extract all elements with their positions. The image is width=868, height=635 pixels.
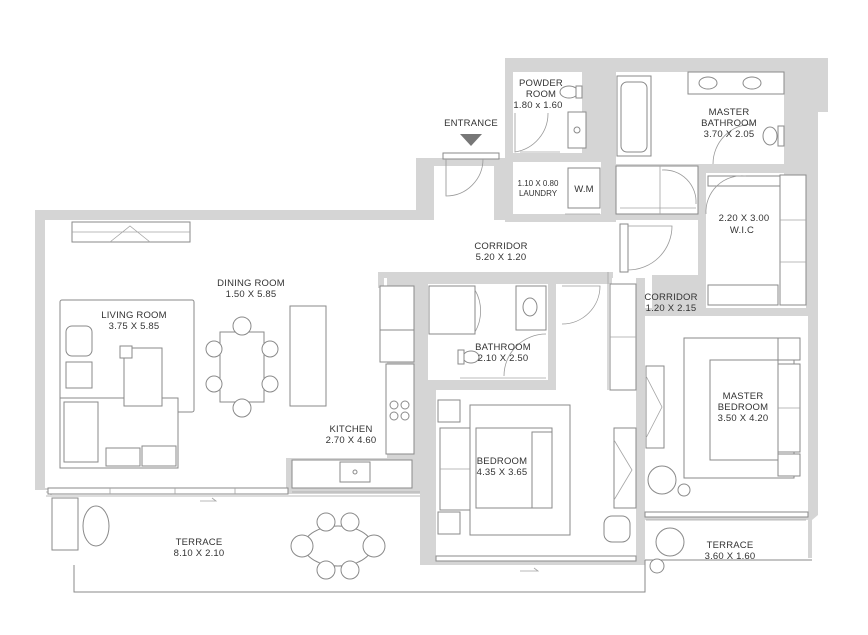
terrace-side-size: 3.60 X 1.60 xyxy=(705,551,756,562)
windows xyxy=(47,221,809,562)
powder-room-name-1: POWDER xyxy=(519,78,563,89)
entrance-marker: ENTRANCE xyxy=(442,118,500,197)
room-labels: POWDER ROOM 1.80 x 1.60 MASTER BATHROOM … xyxy=(101,78,769,562)
dining-set xyxy=(205,316,279,418)
terrace-side-name: TERRACE xyxy=(707,540,754,551)
dining-room-size: 1.50 X 5.85 xyxy=(226,289,277,300)
corridor-doors xyxy=(561,223,673,391)
bathroom-fixtures xyxy=(428,285,547,379)
living-room-name: LIVING ROOM xyxy=(101,310,167,321)
laundry-name: LAUNDRY xyxy=(519,189,558,198)
washing-machine-label: W.M xyxy=(574,184,594,195)
terrace-main-size: 8.10 X 2.10 xyxy=(174,548,225,559)
wic-fixtures xyxy=(705,174,807,306)
master-bathroom-name-1: MASTER xyxy=(709,107,750,118)
powder-room-size: 1.80 x 1.60 xyxy=(513,100,562,111)
terrace-furniture xyxy=(51,497,386,580)
laundry-size: 1.10 X 0.80 xyxy=(518,179,559,188)
powder-room-fixtures xyxy=(514,85,587,153)
powder-room-name-2: ROOM xyxy=(526,89,556,100)
bathroom-name: BATHROOM xyxy=(475,342,531,353)
living-furniture xyxy=(59,299,195,469)
master-bathroom-size: 3.70 X 2.05 xyxy=(704,129,755,140)
dining-room-name: DINING ROOM xyxy=(217,278,285,289)
corridor-main-name: CORRIDOR xyxy=(474,241,527,252)
master-bedroom-furniture xyxy=(645,337,801,497)
bedroom-furniture xyxy=(437,399,637,572)
kitchen-size: 2.70 X 4.60 xyxy=(326,435,377,446)
master-bathroom-fixtures xyxy=(615,71,785,215)
kitchen-name: KITCHEN xyxy=(329,424,372,435)
bathroom-size: 2.10 X 2.50 xyxy=(478,353,529,364)
wic-size: 2.20 X 3.00 xyxy=(719,213,770,224)
side-terrace-furniture xyxy=(649,527,685,574)
terrace-main-name: TERRACE xyxy=(176,537,223,548)
bedroom-size: 4.35 X 3.65 xyxy=(477,467,528,478)
master-bedroom-name-1: MASTER xyxy=(723,391,764,402)
wic-name: W.I.C xyxy=(730,225,754,236)
master-bedroom-size: 3.50 X 4.20 xyxy=(718,413,769,424)
bedroom-name: BEDROOM xyxy=(477,456,528,467)
entrance-label: ENTRANCE xyxy=(444,118,498,129)
master-bathroom-name-2: BATHROOM xyxy=(701,118,757,129)
master-bedroom-name-2: BEDROOM xyxy=(718,402,769,413)
entrance-arrow-icon xyxy=(460,134,482,146)
laundry-fixtures xyxy=(565,167,601,215)
living-room-size: 3.75 X 5.85 xyxy=(109,321,160,332)
kitchen-fixtures xyxy=(289,285,415,489)
corridor-side-size: 1.20 X 2.15 xyxy=(646,303,697,314)
corridor-side-name: CORRIDOR xyxy=(644,292,697,303)
corridor-main-size: 5.20 X 1.20 xyxy=(476,252,527,263)
